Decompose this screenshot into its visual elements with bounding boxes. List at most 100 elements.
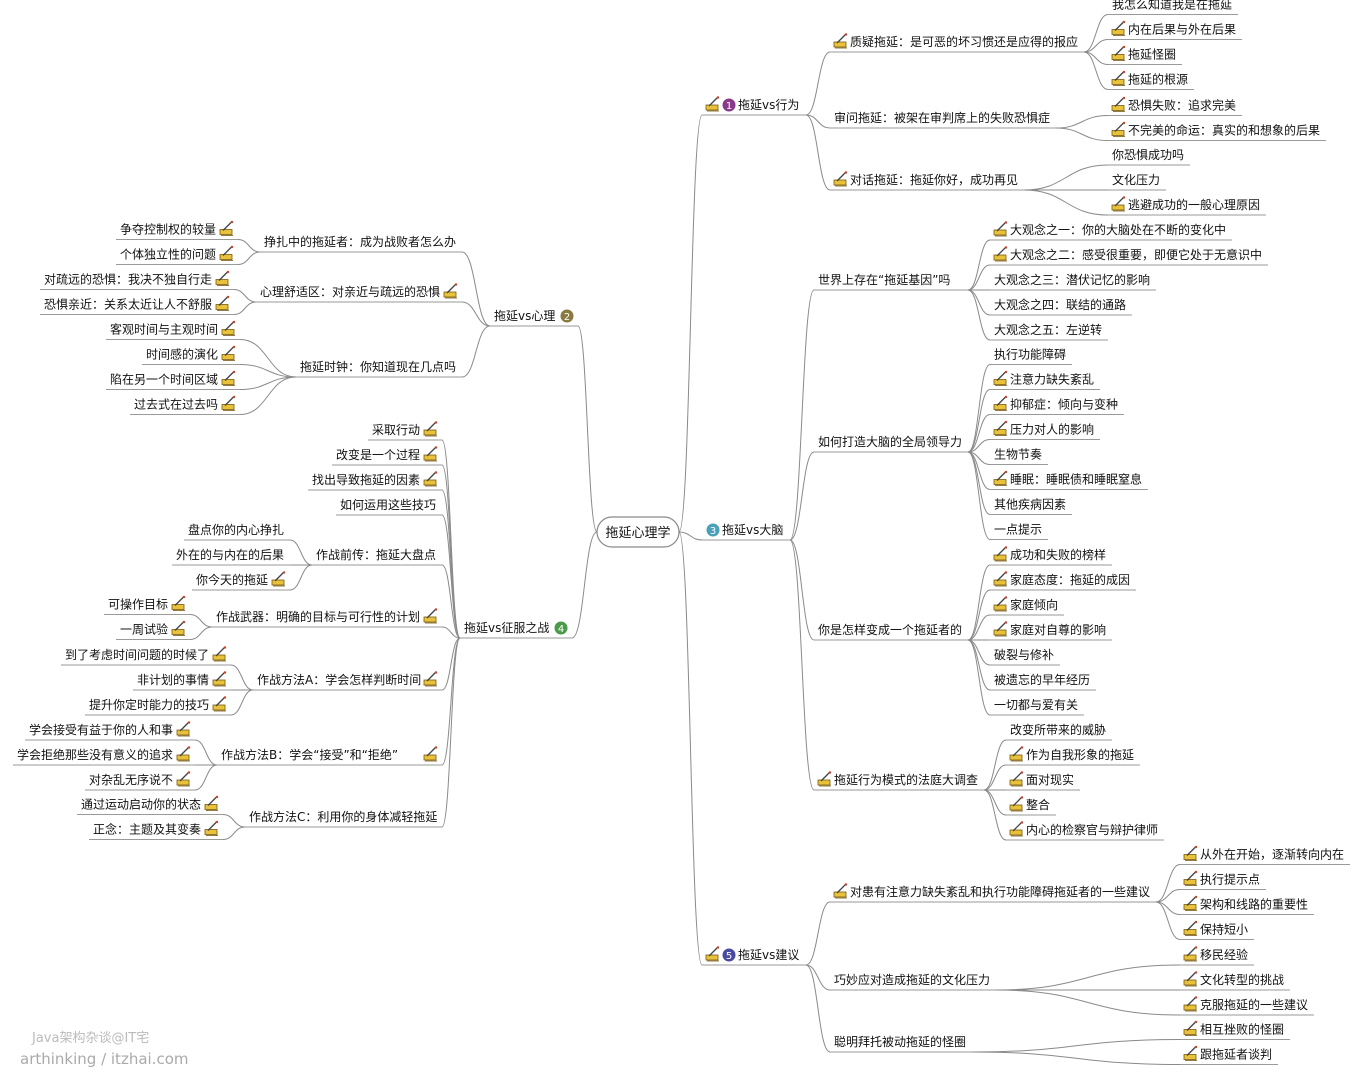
topic-5-1[interactable]: 采取行动 bbox=[368, 420, 442, 441]
subtopic-2-3-7[interactable]: 一切都与爱有关 bbox=[990, 698, 1084, 716]
subtopic-3-2-1[interactable]: 移民经验 bbox=[1180, 945, 1254, 966]
subtopic-2-3-1[interactable]: 成功和失败的榜样 bbox=[990, 545, 1112, 566]
subtopic-4-3-1[interactable]: 客观时间与主观时间 bbox=[106, 320, 240, 340]
subtopic-3-3-1[interactable]: 相互挫败的怪圈 bbox=[1180, 1020, 1290, 1040]
subtopic-5-6-1[interactable]: 可操作目标 bbox=[104, 595, 190, 615]
topic-4-1[interactable]: 挣扎中的拖延者：成为战败者怎么办 bbox=[260, 234, 462, 253]
topic-1-1[interactable]: 质疑拖延：是可恶的坏习惯还是应得的报应 bbox=[830, 32, 1084, 53]
subtopic-2-2-6[interactable]: 睡眠：睡眠债和睡眠窒息 bbox=[990, 470, 1148, 490]
topic-5-3-label: 找出导致拖延的因素 bbox=[312, 472, 420, 487]
subtopic-2-2-1[interactable]: 执行功能障碍 bbox=[990, 347, 1072, 365]
subtopic-5-7-2[interactable]: 非计划的事情 bbox=[133, 670, 231, 691]
subtopic-4-2-1[interactable]: 对疏远的恐惧：我决不独自行走 bbox=[40, 270, 234, 290]
subtopic-3-2-2[interactable]: 文化转型的挑战 bbox=[1180, 970, 1290, 991]
subtopic-4-2-2[interactable]: 恐惧亲近：关系太近让人不舒服 bbox=[40, 295, 234, 315]
subtopic-2-4-2[interactable]: 作为自我形象的拖延 bbox=[1006, 745, 1140, 766]
subtopic-2-3-2-label: 家庭态度：拖延的成因 bbox=[1010, 572, 1130, 587]
subtopic-1-1-3[interactable]: 拖延怪圈 bbox=[1108, 45, 1182, 65]
subtopic-2-2-3[interactable]: 抑郁症：倾向与变种 bbox=[990, 395, 1124, 415]
subtopic-2-2-2[interactable]: 注意力缺失紊乱 bbox=[990, 370, 1100, 390]
subtopic-5-9-1[interactable]: 通过运动启动你的状态 bbox=[77, 795, 223, 815]
subtopic-3-2-3[interactable]: 克服拖延的一些建议 bbox=[1180, 995, 1314, 1016]
subtopic-2-1-3[interactable]: 大观念之三：潜伏记忆的影响 bbox=[990, 272, 1156, 291]
topic-5-2-label: 改变是一个过程 bbox=[336, 447, 420, 462]
subtopic-2-3-3[interactable]: 家庭倾向 bbox=[990, 595, 1064, 616]
subtopic-1-1-1[interactable]: 我怎么知道我是在拖延 bbox=[1108, 0, 1238, 15]
subtopic-5-8-3[interactable]: 对杂乱无序说不 bbox=[85, 770, 195, 791]
subtopic-2-2-7[interactable]: 其他疾病因素 bbox=[990, 497, 1072, 515]
subtopic-5-7-3[interactable]: 提升你定时能力的技巧 bbox=[85, 695, 231, 716]
connector-line bbox=[678, 114, 703, 533]
subtopic-5-9-2[interactable]: 正念：主题及其变奏 bbox=[89, 820, 223, 840]
subtopic-3-1-4[interactable]: 保持短小 bbox=[1180, 920, 1254, 940]
topic-3-1[interactable]: 对患有注意力缺失紊乱和执行功能障碍拖延者的一些建议 bbox=[830, 882, 1156, 903]
subtopic-5-5-2[interactable]: 外在的与内在的后果 bbox=[172, 547, 290, 566]
subtopic-5-8-1[interactable]: 学会接受有益于你的人和事 bbox=[25, 720, 195, 741]
subtopic-1-2-1[interactable]: 恐惧失败：追求完美 bbox=[1108, 96, 1242, 116]
subtopic-2-1-4[interactable]: 大观念之四：联结的通路 bbox=[990, 297, 1132, 316]
subtopic-1-3-1[interactable]: 你恐惧成功吗 bbox=[1108, 147, 1190, 166]
topic-1-2[interactable]: 审问拖延：被架在审判席上的失败恐惧症 bbox=[830, 110, 1056, 129]
subtopic-4-3-3[interactable]: 陷在另一个时间区域 bbox=[106, 370, 240, 390]
subtopic-4-3-3-label: 陷在另一个时间区域 bbox=[110, 372, 218, 387]
subtopic-5-5-1[interactable]: 盘点你的内心挣扎 bbox=[184, 522, 290, 541]
subtopic-2-3-5[interactable]: 破裂与修补 bbox=[990, 647, 1060, 666]
subtopic-2-1-1[interactable]: 大观念之一：你的大脑处在不断的变化中 bbox=[990, 220, 1232, 241]
subtopic-5-6-2[interactable]: 一周试验 bbox=[116, 620, 190, 640]
topic-2-1[interactable]: 世界上存在“拖延基因”吗 bbox=[814, 273, 968, 291]
topic-1-3[interactable]: 对话拖延：拖延你好，成功再见 bbox=[830, 170, 1024, 191]
topic-2-3[interactable]: 你是怎样变成一个拖延者的 bbox=[814, 622, 968, 641]
topic-2-4[interactable]: 拖延行为模式的法庭大调查 bbox=[814, 770, 984, 791]
subtopic-1-3-2[interactable]: 文化压力 bbox=[1108, 172, 1166, 191]
subtopic-1-2-2[interactable]: 不完美的命运：真实的和想象的后果 bbox=[1108, 121, 1326, 141]
subtopic-2-3-2[interactable]: 家庭态度：拖延的成因 bbox=[990, 570, 1136, 591]
subtopic-2-4-3[interactable]: 面对现实 bbox=[1006, 770, 1080, 791]
subtopic-2-4-1[interactable]: 改变所带来的威胁 bbox=[1006, 722, 1112, 741]
topic-5-3[interactable]: 找出导致拖延的因素 bbox=[308, 470, 442, 491]
topic-5-7[interactable]: 作战方法A：学会怎样判断时间 bbox=[253, 670, 442, 691]
subtopic-2-1-5[interactable]: 大观念之五：左逆转 bbox=[990, 322, 1108, 341]
subtopic-3-1-2[interactable]: 执行提示点 bbox=[1180, 870, 1266, 890]
subtopic-5-8-2[interactable]: 学会拒绝那些没有意义的追求 bbox=[13, 745, 195, 766]
topic-5-5[interactable]: 作战前传：拖延大盘点 bbox=[312, 547, 442, 566]
topic-3-2[interactable]: 巧妙应对造成拖延的文化压力 bbox=[830, 972, 996, 991]
subtopic-3-1-3[interactable]: 架构和线路的重要性 bbox=[1180, 895, 1314, 915]
branch-1-label: 拖延vs行为 bbox=[738, 98, 799, 112]
topic-5-9[interactable]: 作战方法C：利用你的身体减轻拖延 bbox=[245, 809, 442, 828]
subtopic-4-3-4[interactable]: 过去式在过去吗 bbox=[130, 395, 240, 415]
subtopic-2-3-4[interactable]: 家庭对自尊的影响 bbox=[990, 620, 1112, 641]
subtopic-2-1-2[interactable]: 大观念之二：感受很重要，即便它处于无意识中 bbox=[990, 245, 1268, 266]
subtopic-2-4-5[interactable]: 内心的检察官与辩护律师 bbox=[1006, 820, 1164, 841]
topic-3-2-label: 巧妙应对造成拖延的文化压力 bbox=[834, 972, 990, 987]
subtopic-3-1-1[interactable]: 从外在开始，逐渐转向内在 bbox=[1180, 845, 1350, 865]
branch-2-label: 拖延vs大脑 bbox=[722, 523, 783, 537]
topic-5-2[interactable]: 改变是一个过程 bbox=[332, 445, 442, 466]
subtopic-2-3-6[interactable]: 被遗忘的早年经历 bbox=[990, 672, 1096, 691]
subtopic-5-7-1[interactable]: 到了考虑时间问题的时候了 bbox=[61, 645, 231, 666]
subtopic-1-1-2[interactable]: 内在后果与外在后果 bbox=[1108, 20, 1242, 40]
subtopic-3-3-2[interactable]: 跟拖延者谈判 bbox=[1180, 1045, 1278, 1065]
subtopic-5-5-3[interactable]: 你今天的拖延 bbox=[192, 570, 290, 591]
topic-4-3[interactable]: 拖延时钟：你知道现在几点吗 bbox=[296, 359, 462, 378]
topic-4-2[interactable]: 心理舒适区：对亲近与疏远的恐惧 bbox=[256, 282, 462, 303]
subtopic-2-2-4[interactable]: 压力对人的影响 bbox=[990, 420, 1100, 440]
subtopic-4-1-1[interactable]: 争夺控制权的较量 bbox=[116, 220, 238, 240]
subtopic-2-4-4[interactable]: 整合 bbox=[1006, 795, 1056, 816]
topic-5-4[interactable]: 如何运用这些技巧 bbox=[336, 497, 442, 516]
subtopic-1-3-3[interactable]: 逃避成功的一般心理原因 bbox=[1108, 195, 1266, 216]
subtopic-2-2-5[interactable]: 生物节奏 bbox=[990, 448, 1048, 465]
root-node[interactable]: 拖延心理学 bbox=[596, 516, 680, 548]
topic-5-8[interactable]: 作战方法B：学会“接受”和“拒绝” bbox=[217, 745, 442, 766]
subtopic-4-1-2[interactable]: 个体独立性的问题 bbox=[116, 245, 238, 265]
subtopic-4-3-2[interactable]: 时间感的演化 bbox=[142, 345, 240, 365]
subtopic-2-2-8[interactable]: 一点提示 bbox=[990, 522, 1048, 540]
subtopic-1-1-4[interactable]: 拖延的根源 bbox=[1108, 70, 1194, 90]
topic-5-6[interactable]: 作战武器：明确的目标与可行性的计划 bbox=[212, 607, 442, 628]
topic-2-2[interactable]: 如何打造大脑的全局领导力 bbox=[814, 434, 968, 453]
topic-3-3[interactable]: 聪明拜托被动拖延的怪圈 bbox=[830, 1034, 972, 1053]
